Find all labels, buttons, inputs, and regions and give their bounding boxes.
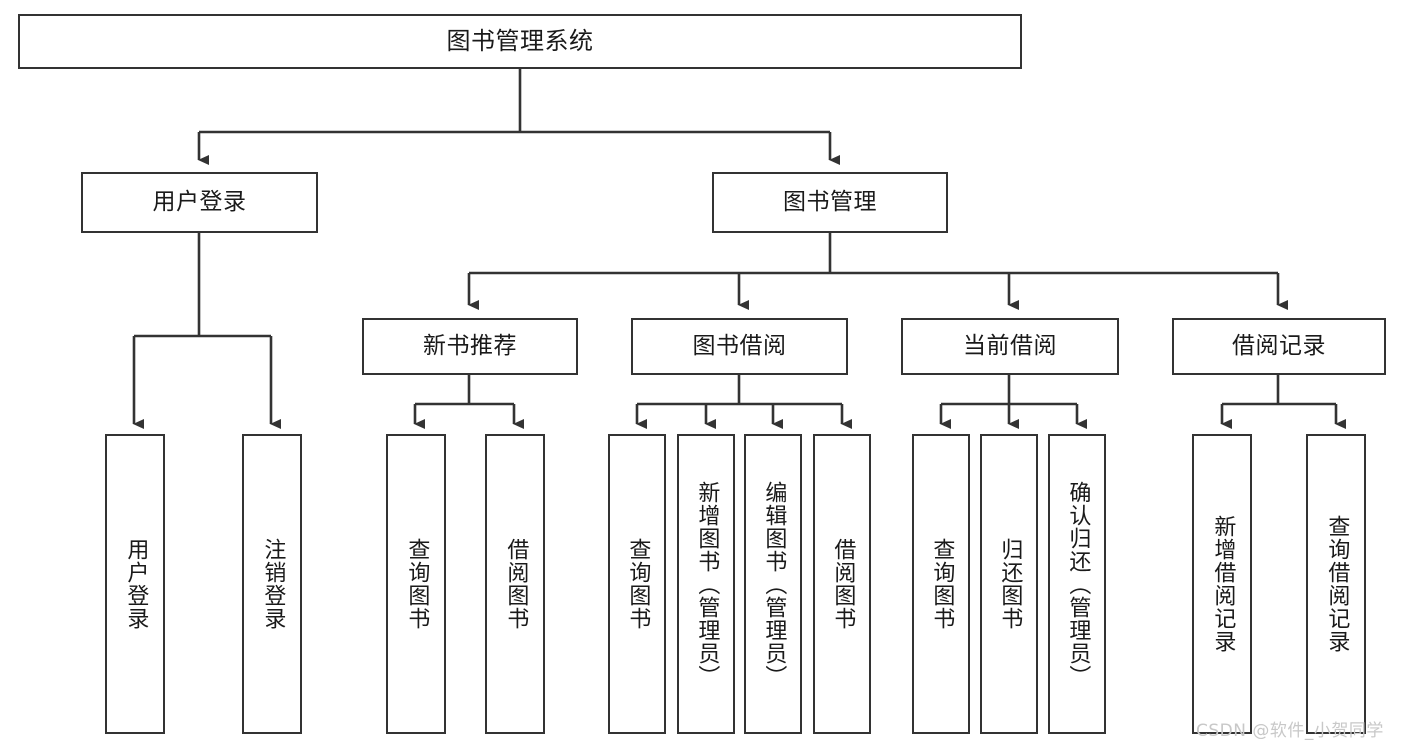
node-label: 新增借阅记录 <box>1210 515 1236 653</box>
node-leaf-query-book-borrow[interactable]: 查询图书 <box>608 434 666 734</box>
node-borrow-record[interactable]: 借阅记录 <box>1172 318 1386 375</box>
csdn-watermark: CSDN @软件_小贺同学 <box>1196 721 1384 741</box>
node-label: 用户登录 <box>123 538 149 630</box>
node-book-management[interactable]: 图书管理 <box>712 172 948 233</box>
node-leaf-borrow-book-recommend[interactable]: 借阅图书 <box>485 434 545 734</box>
node-label: 借阅图书 <box>503 538 529 630</box>
node-label: 借阅图书 <box>830 538 856 630</box>
node-book-borrow[interactable]: 图书借阅 <box>631 318 848 375</box>
node-leaf-add-book-admin[interactable]: 新增图书（管理员） <box>677 434 735 734</box>
node-leaf-query-book-current[interactable]: 查询图书 <box>912 434 970 734</box>
node-label: 图书借阅 <box>692 332 787 359</box>
node-current-borrow[interactable]: 当前借阅 <box>901 318 1119 375</box>
node-label: 图书管理系统 <box>446 27 594 56</box>
node-leaf-add-borrow-record[interactable]: 新增借阅记录 <box>1192 434 1252 734</box>
node-label: 用户登录 <box>152 188 247 215</box>
node-label: 注销登录 <box>260 538 286 630</box>
node-label: 借阅记录 <box>1232 332 1326 359</box>
node-leaf-borrow-book[interactable]: 借阅图书 <box>813 434 871 734</box>
node-label: 编辑图书（管理员） <box>761 480 787 688</box>
node-leaf-confirm-return-admin[interactable]: 确认归还（管理员） <box>1048 434 1106 734</box>
node-label: 查询图书 <box>929 538 955 630</box>
node-new-book-recommend[interactable]: 新书推荐 <box>362 318 578 375</box>
node-label: 图书管理 <box>783 188 877 215</box>
node-label: 查询图书 <box>404 538 430 630</box>
node-leaf-query-borrow-record[interactable]: 查询借阅记录 <box>1306 434 1366 734</box>
node-leaf-user-login[interactable]: 用户登录 <box>105 434 165 734</box>
node-label: 确认归还（管理员） <box>1065 480 1091 688</box>
node-label: 查询借阅记录 <box>1324 515 1350 653</box>
node-label: 当前借阅 <box>963 332 1057 359</box>
node-leaf-query-book-recommend[interactable]: 查询图书 <box>386 434 446 734</box>
node-label: 查询图书 <box>625 538 651 630</box>
node-label: 新书推荐 <box>423 332 517 359</box>
node-leaf-edit-book-admin[interactable]: 编辑图书（管理员） <box>744 434 802 734</box>
node-user-login[interactable]: 用户登录 <box>81 172 318 233</box>
node-leaf-return-book[interactable]: 归还图书 <box>980 434 1038 734</box>
node-label: 归还图书 <box>997 538 1023 630</box>
node-root-book-management-system[interactable]: 图书管理系统 <box>18 14 1022 69</box>
node-label: 新增图书（管理员） <box>694 480 720 688</box>
node-leaf-logout[interactable]: 注销登录 <box>242 434 302 734</box>
